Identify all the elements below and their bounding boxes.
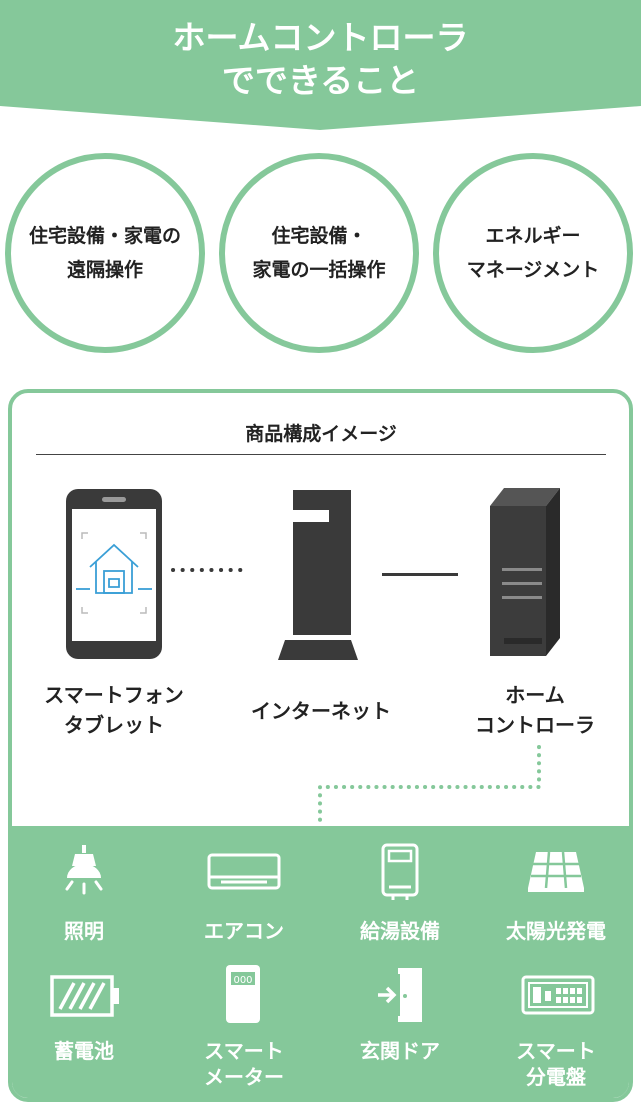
device-label-entrance-door: 玄関ドア <box>360 1039 440 1063</box>
devices-area <box>12 826 629 1098</box>
feature-circle-batch: 住宅設備・ 家電の一括操作 <box>219 153 419 353</box>
feature-label: 遠隔操作 <box>66 259 143 281</box>
banner-shape <box>0 0 641 130</box>
config-item-smartphone: スマートフォン タブレット <box>44 683 184 737</box>
config-item-internet: インターネット <box>251 699 391 723</box>
air-conditioner-icon <box>207 853 281 890</box>
dotted-connector <box>171 568 250 572</box>
config-title: 商品構成イメージ <box>245 423 397 445</box>
home-controller-icon <box>490 488 560 656</box>
entrance-door-icon <box>378 968 422 1022</box>
water-heater-icon <box>381 843 419 900</box>
device-label-smart-meter: スマート メーター <box>204 1039 284 1089</box>
title-divider <box>36 454 606 455</box>
device-label-battery: 蓄電池 <box>54 1039 114 1063</box>
smart-meter-icon: 000 <box>226 965 260 1023</box>
banner-line2: でできること <box>221 61 420 100</box>
feature-label: 家電の一括操作 <box>252 259 386 281</box>
feature-label: 住宅設備・家電の <box>28 225 181 247</box>
smartphone-icon <box>66 489 162 659</box>
feature-label: マネージメント <box>466 259 600 281</box>
feature-label: 住宅設備・ <box>271 225 367 247</box>
device-label-water-heater: 給湯設備 <box>360 919 440 943</box>
light-icon <box>65 845 103 895</box>
device-label-distribution-board: スマート 分電盤 <box>516 1039 596 1089</box>
config-item-home-controller: ホーム コントローラ <box>475 683 595 737</box>
feature-label: エネルギー <box>485 225 581 247</box>
battery-icon <box>50 975 119 1017</box>
solid-connector <box>382 573 458 576</box>
distribution-board-icon <box>521 975 595 1015</box>
meter-reading: 000 <box>233 975 252 986</box>
device-label-air-conditioner: エアコン <box>204 919 284 943</box>
feature-circle-energy: エネルギー マネージメント <box>433 153 633 353</box>
device-label-light: 照明 <box>64 919 104 943</box>
dotted-route <box>318 745 541 823</box>
device-label-solar: 太陽光発電 <box>506 919 606 943</box>
banner-line1: ホームコントローラ <box>172 18 469 57</box>
solar-panel-icon <box>528 851 584 892</box>
feature-circle-remote: 住宅設備・家電の 遠隔操作 <box>5 153 205 353</box>
internet-icon <box>278 490 358 660</box>
